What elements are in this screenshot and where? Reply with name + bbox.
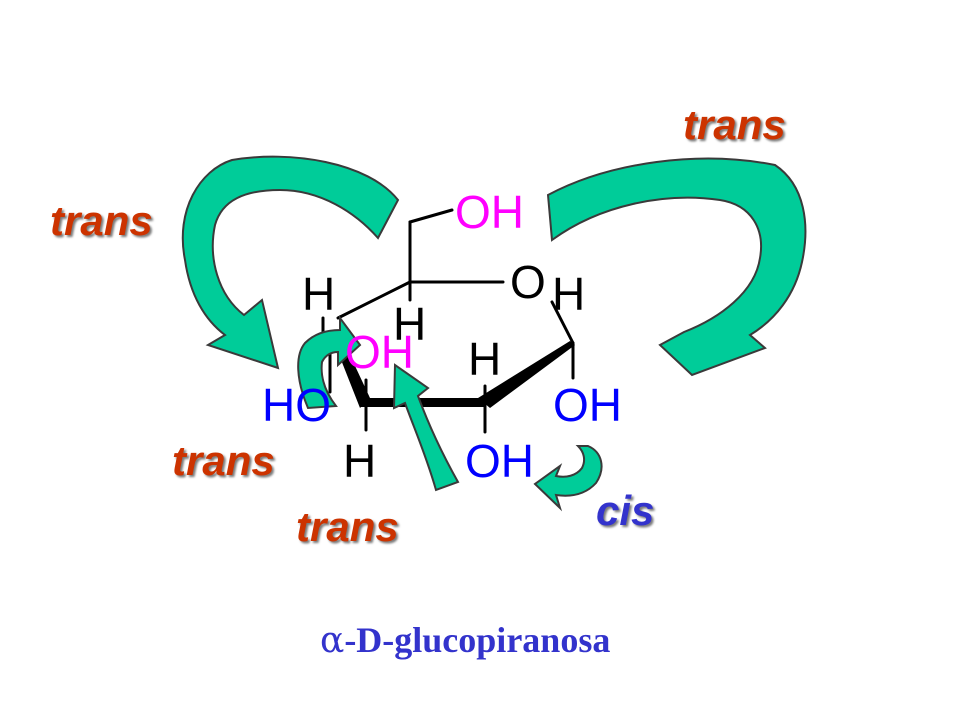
bond-c6-oh [408,208,454,224]
molecule-caption: α-D-glucopiranosa [320,622,610,659]
atom-ring-o: O [510,256,546,308]
caption-name: -D-glucopiranosa [344,620,611,660]
atom-h-c5: H [393,298,426,350]
atom-h-c4-top: H [302,268,335,320]
bond-c2-c1-wedge [478,341,575,408]
curved-arrow-icon [546,157,807,377]
label-cis: cis [596,487,655,534]
atom-oh-c6: OH [455,186,524,238]
label-trans-lower-left: trans [172,437,275,484]
atom-h-c3-bottom: H [343,435,376,487]
caption-alpha: α [320,620,345,661]
label-trans-bottom: trans [296,503,399,550]
atom-ring-o-h: H [552,268,585,320]
curved-arrow-icon [297,314,362,410]
bond-c3-c2-bold [360,398,486,407]
label-trans-top: trans [683,101,786,148]
label-trans-left: trans [50,197,153,244]
curved-arrow-icon [392,363,460,492]
curved-arrow-icon [533,445,603,512]
atom-oh-c4: OH [345,326,414,378]
bond-o-c1 [550,300,575,345]
atom-h-c2-top: H [468,333,501,385]
atom-oh-c2: OH [465,435,534,487]
atom-oh-c1: OH [553,379,622,431]
curved-arrow-icon [181,155,400,370]
atom-ho-c4: HO [262,379,331,431]
bond-c4-c5 [336,280,412,320]
